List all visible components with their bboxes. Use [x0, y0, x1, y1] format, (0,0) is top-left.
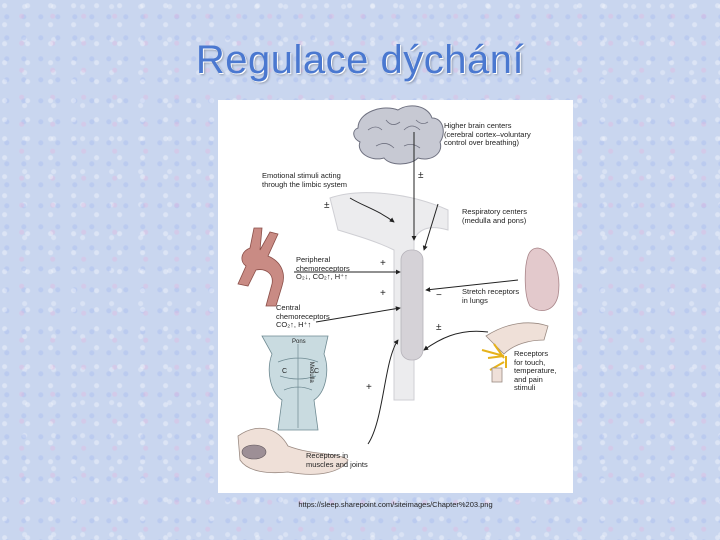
hand-illustration [481, 322, 549, 383]
source-url: https://sleep.sharepoint.com/siteimages/… [298, 500, 493, 509]
sign-stretch: − [436, 290, 442, 301]
brain-illustration [353, 105, 444, 165]
label-c-right: C [314, 368, 320, 375]
sign-peripheral: + [380, 258, 386, 269]
diagram-artwork [237, 105, 560, 475]
airway-illustration [329, 192, 449, 401]
label-respiratory-centers: Respiratory centers (medulla and pons) [462, 207, 528, 225]
label-peripheral-chemoreceptors: Peripheral chemoreceptors O₂↓, CO₂↑, H⁺↑ [296, 255, 350, 281]
label-touch-receptors: Receptors for touch, temperature, and pa… [514, 349, 557, 392]
label-c-left: C [282, 368, 288, 375]
sign-touch: ± [436, 322, 442, 333]
label-central-chemoreceptors: Central chemoreceptors CO₂↑, H⁺↑ [276, 303, 330, 329]
limb-illustration [237, 427, 349, 475]
label-emotional-stimuli: Emotional stimuli acting through the lim… [262, 171, 348, 189]
respiration-regulation-diagram: Higher brain centers (cerebral cortex–vo… [218, 100, 573, 493]
aorta-illustration [237, 227, 284, 307]
signal-arrows [294, 132, 519, 445]
label-muscle-joint-receptors: Receptors in muscles and joints [306, 451, 368, 469]
sign-higher-brain: ± [418, 170, 424, 181]
label-higher-brain-centers: Higher brain centers (cerebral cortex–vo… [444, 121, 531, 147]
sign-muscles: + [366, 382, 372, 393]
lung-illustration [524, 247, 560, 311]
label-stretch-receptors: Stretch receptors in lungs [462, 287, 520, 305]
label-pons: Pons [292, 339, 306, 345]
slide-title: Regulace dýchání [195, 38, 525, 82]
brainstem-illustration [261, 335, 329, 431]
sign-central: + [380, 288, 386, 299]
sign-emotional: ± [324, 200, 330, 211]
